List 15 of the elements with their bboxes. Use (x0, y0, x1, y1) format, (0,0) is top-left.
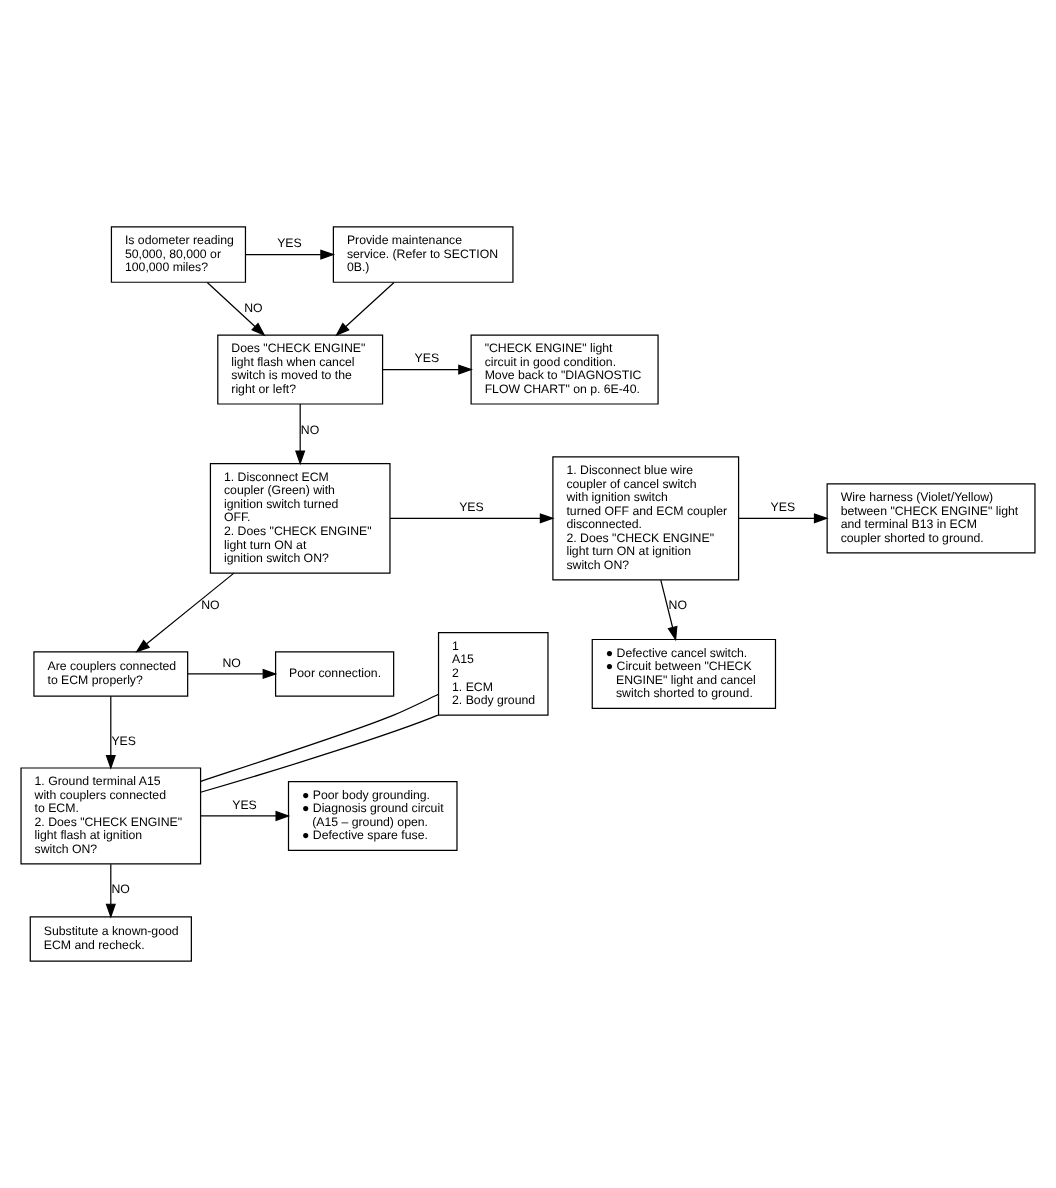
arrow (187, 668, 278, 680)
connector (200, 714, 439, 793)
arrow (738, 513, 829, 524)
arrow (389, 513, 555, 524)
arrow (295, 403, 306, 466)
arrow (206, 281, 266, 337)
arrow (199, 810, 291, 822)
arrow (245, 249, 336, 260)
connector (200, 693, 440, 782)
arrow (135, 572, 235, 653)
arrow (335, 281, 395, 337)
arrow (105, 695, 116, 770)
arrow (382, 364, 473, 375)
arrow (105, 863, 116, 919)
arrow (660, 579, 678, 642)
